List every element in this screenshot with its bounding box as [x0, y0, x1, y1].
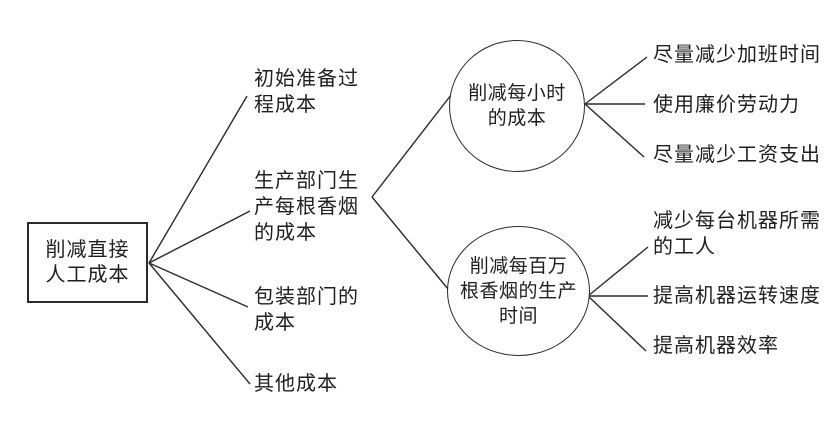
leaf-cheap-labor: 使用廉价劳动力 [653, 92, 800, 118]
circle-label-line: 削减每百万 [469, 255, 568, 277]
connector-root-branch4 [148, 262, 251, 385]
root-node-reduce-direct-labor-cost: 削减直接 人工成本 [27, 222, 148, 303]
branch-label-line: 程成本 [254, 94, 317, 116]
branch-label-line: 其他成本 [254, 373, 338, 395]
branch-label-line: 初始准备过 [254, 68, 359, 90]
branch-label-line: 包装部门的 [254, 286, 359, 308]
leaf-label-line: 减少每台机器所需 [653, 210, 821, 232]
branch-label-line: 生产部门生 [254, 170, 359, 192]
branch-initial-prep-cost: 初始准备过 程成本 [254, 66, 359, 118]
connector-circle2-leaf3 [587, 295, 647, 352]
circle-label-line: 时间 [498, 305, 538, 327]
leaf-label-line: 的工人 [653, 236, 716, 258]
leaf-reduce-wage-spending: 尽量减少工资支出 [653, 142, 821, 168]
leaf-label-line: 提高机器运转速度 [653, 285, 821, 307]
branch-production-dept-cost: 生产部门生 产每根香烟 的成本 [254, 168, 359, 246]
leaf-label-line: 尽量减少工资支出 [653, 144, 821, 166]
connector-root-branch3 [148, 262, 249, 308]
branch-packaging-dept-cost: 包装部门的 成本 [254, 284, 359, 336]
branch-label-line: 产每根香烟 [254, 196, 359, 218]
branch-label-line: 成本 [254, 312, 296, 334]
connector-circle1-leaf3 [584, 103, 645, 158]
leaf-reduce-overtime: 尽量减少加班时间 [653, 42, 821, 68]
root-label-line: 削减直接 [45, 238, 130, 261]
connector-branch2-circle2 [371, 196, 449, 290]
root-label-line: 人工成本 [45, 263, 130, 286]
circle-node-production-time: 削减每百万 根香烟的生产 时间 [447, 226, 590, 356]
leaf-label-line: 尽量减少加班时间 [653, 44, 821, 66]
circle-node-hourly-cost: 削减每小时 的成本 [449, 40, 585, 172]
connector-circle2-leaf1 [587, 246, 649, 297]
circle-label-line: 的成本 [487, 108, 547, 129]
circle-label-line: 根香烟的生产 [459, 280, 577, 302]
leaf-label-line: 提高机器效率 [653, 335, 779, 357]
branch-other-cost: 其他成本 [254, 371, 338, 397]
leaf-fewer-workers-per-machine: 减少每台机器所需 的工人 [653, 208, 821, 260]
connector-root-branch1 [148, 95, 248, 264]
connector-branch2-circle1 [371, 94, 452, 198]
leaf-increase-machine-speed: 提高机器运转速度 [653, 283, 821, 309]
connector-root-branch2 [148, 210, 251, 264]
connector-circle1-leaf1 [584, 56, 648, 105]
leaf-improve-machine-efficiency: 提高机器效率 [653, 333, 779, 359]
circle-label-line: 削减每小时 [468, 83, 566, 104]
branch-label-line: 的成本 [254, 222, 317, 244]
leaf-label-line: 使用廉价劳动力 [653, 94, 800, 116]
